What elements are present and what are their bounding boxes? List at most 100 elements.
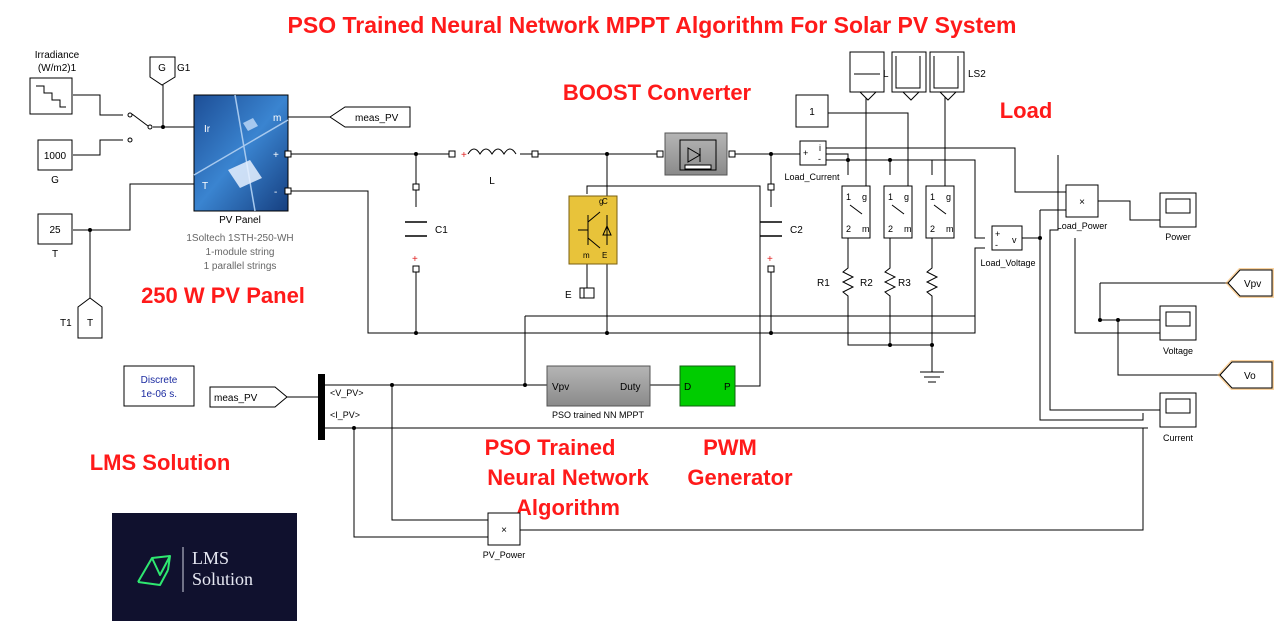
svg-text:g: g [946,192,951,202]
t-constant-value: 25 [49,225,61,236]
meas-pv-from-text: meas_PV [214,393,258,404]
meas-pv-goto-text: meas_PV [355,113,399,124]
vo-goto-text: Vo [1244,371,1256,382]
ground-block[interactable] [920,371,944,383]
load-switch-signal-block[interactable] [849,51,965,101]
load-voltage-sensor-block[interactable]: + - v [991,225,1023,251]
capacitor-c2-block[interactable]: + [760,183,782,273]
bus-v-pv-label: <V_PV> [330,388,364,398]
svg-text:+: + [461,150,467,161]
constant-1-block[interactable]: 1 [795,94,829,128]
bus-i-pv-label: <I_PV> [330,410,360,420]
meas-pv-goto-block[interactable]: meas_PV [329,106,411,128]
svg-text:E: E [602,251,607,260]
vpv-goto-text: Vpv [1244,279,1261,290]
breaker-3-block[interactable]: 1 g 2 m [925,185,955,239]
pv-port-minus: - [274,187,277,198]
annotation-pv-panel: 250 W PV Panel [141,283,305,308]
r1-label: R1 [817,278,830,289]
inductor-label: L [489,176,495,187]
svg-text:+: + [767,254,773,265]
pwm-generator-block[interactable]: D P [679,365,736,407]
pv-panel-block[interactable]: Ir T m + - [193,94,292,212]
t-constant-block[interactable]: 25 [37,213,73,245]
svg-text:2: 2 [888,224,893,234]
irradiance-label-1: Irradiance [35,50,80,61]
svg-text:g: g [862,192,867,202]
pv-power-product-block[interactable]: × [487,512,521,546]
voltage-scope-label: Voltage [1163,346,1193,356]
load-voltage-label: Load_Voltage [980,258,1035,268]
pv-power-symbol: × [501,525,507,536]
mppt-output-label: Duty [620,382,641,393]
vpv-goto-block[interactable]: Vpv [1225,268,1274,298]
load-power-product-block[interactable]: × [1065,184,1099,218]
load-power-label: Load_Power [1057,221,1108,231]
load-current-label: Load_Current [784,172,840,182]
voltage-scope-block[interactable] [1159,305,1197,341]
svg-text:+: + [995,229,1000,239]
svg-text:m: m [862,224,870,234]
annotation-boost: BOOST Converter [563,80,752,105]
svg-text:-: - [995,240,998,250]
manual-switch-block[interactable] [127,112,153,143]
svg-text:m: m [946,224,954,234]
t1-goto-text: T [87,318,93,329]
annotation-load: Load [1000,98,1053,123]
t-constant-label: T [52,249,58,260]
resistor-r1-block[interactable] [841,264,855,300]
igbt-terminator-block[interactable] [579,287,595,299]
svg-text:v: v [1012,235,1017,245]
pv-panel-desc-3: 1 parallel strings [204,261,277,272]
pv-power-label: PV_Power [483,550,526,560]
current-scope-block[interactable] [1159,392,1197,428]
pso-nn-mppt-block[interactable]: Vpv Duty [546,365,651,407]
igbt-block[interactable]: g C m E [568,195,618,265]
svg-text:2: 2 [846,224,851,234]
svg-text:-: - [818,154,821,164]
svg-text:m: m [583,251,590,260]
svg-text:1: 1 [930,192,935,202]
svg-text:i: i [819,143,821,153]
resistor-r3-block[interactable] [925,264,939,300]
power-scope-block[interactable] [1159,192,1197,228]
vo-goto-block[interactable]: Vo [1217,360,1274,390]
breaker-1-block[interactable]: 1 g 2 m [841,185,871,239]
logo-text-2: Solution [192,569,253,589]
switch-ls-label: LS2 [968,69,986,80]
g1-goto-block[interactable]: G [149,56,176,86]
inductor-block[interactable]: + [448,148,539,161]
r2-label: R2 [860,278,873,289]
mppt-label: PSO trained NN MPPT [552,410,645,420]
svg-text:+: + [412,254,418,265]
c1-label: C1 [435,225,448,236]
pv-panel-name: PV Panel [219,215,261,226]
annotation-pwm-2: Generator [687,465,793,490]
svg-text:2: 2 [930,224,935,234]
c2-label: C2 [790,225,803,236]
meas-pv-from-block[interactable]: meas_PV [209,386,288,408]
resistor-r2-block[interactable] [883,264,897,300]
power-scope-label: Power [1165,232,1191,242]
capacitor-c1-block[interactable]: + [405,183,427,273]
svg-text:1: 1 [846,192,851,202]
model-title: PSO Trained Neural Network MPPT Algorith… [288,12,1017,38]
irradiance-signal-block[interactable] [29,77,73,115]
logo-text-1: LMS [192,548,229,568]
g-constant-block[interactable]: 1000 [37,139,73,171]
annotation-pso-2: Neural Network [487,465,649,490]
load-current-sensor-block[interactable]: + i - [799,140,827,166]
svg-text:C: C [602,197,608,206]
diode-block[interactable] [656,132,736,176]
t1-goto-block[interactable]: T [77,297,103,339]
powergui-block[interactable]: Discrete 1e-06 s. [123,365,195,407]
constant-1-value: 1 [809,107,815,118]
annotation-lms: LMS Solution [90,450,231,475]
pwm-output-label: P [724,382,731,393]
bus-selector-block[interactable] [318,374,325,440]
pv-port-t: T [202,181,208,192]
lms-logo-icon [137,555,171,586]
